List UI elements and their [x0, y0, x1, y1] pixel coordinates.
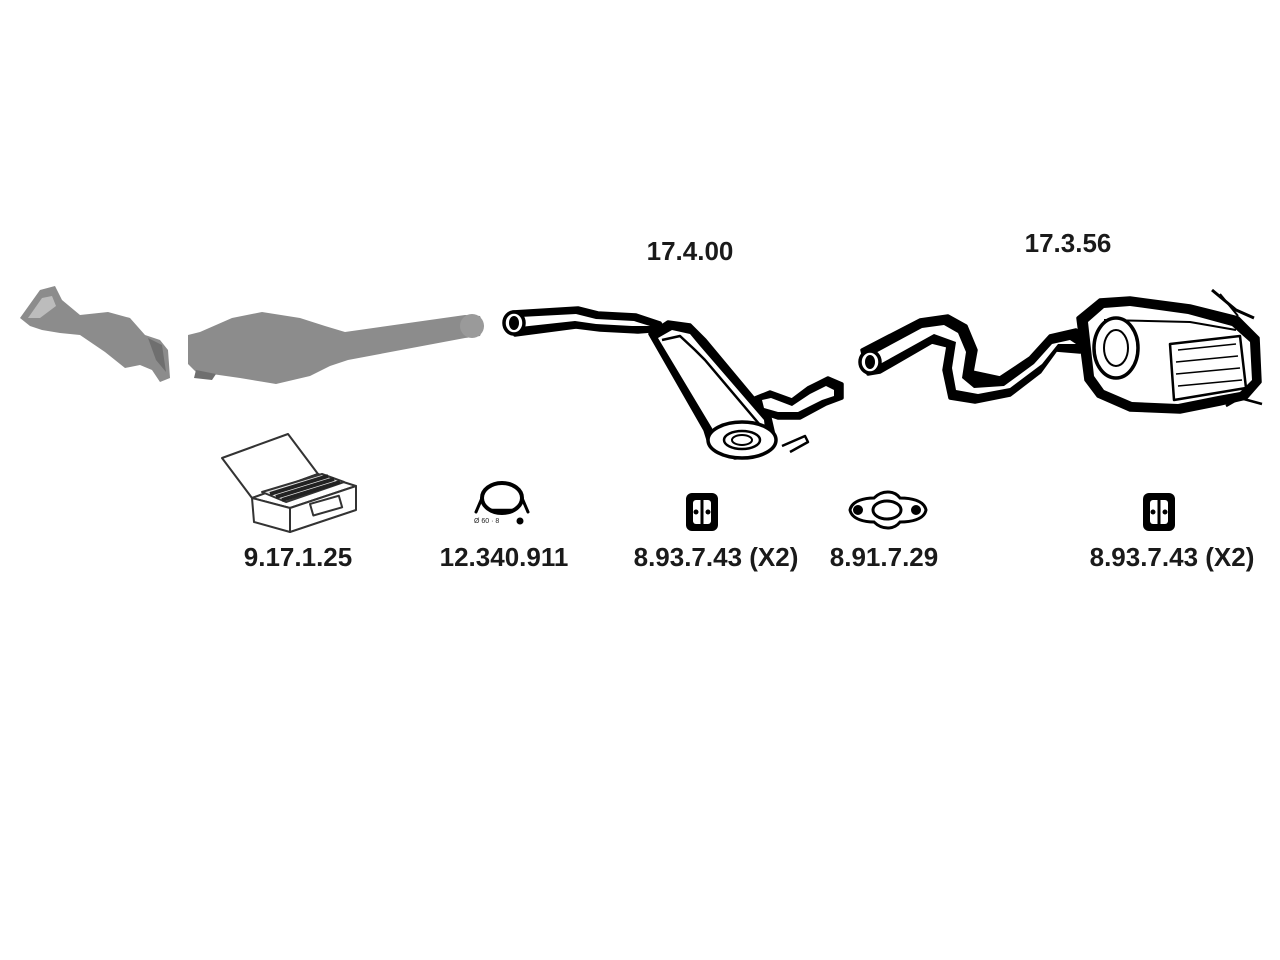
rear-silencer-icon: [858, 288, 1263, 414]
flange-gasket-part-number: 8.91.7.29: [830, 542, 938, 572]
rubber-hanger-icon: [686, 493, 718, 531]
pipe-clamp-part-number: 12.340.911: [440, 542, 569, 572]
mounting-kit-box-icon: [221, 433, 357, 533]
pipe-clamp-icon: Ø 60 · 8: [474, 481, 530, 525]
rubber-hanger-icon: [1143, 493, 1175, 531]
flange-gasket-icon: [848, 490, 928, 530]
rear-silencer-part-number: 17.3.56: [1025, 228, 1112, 258]
middle-silencer-part-number: 17.4.00: [647, 236, 734, 266]
svg-text:Ø 60 · 8: Ø 60 · 8: [474, 518, 499, 525]
mounting-kit-part-number: 9.17.1.25: [244, 542, 352, 572]
middle-silencer-icon: [502, 306, 844, 460]
front-pipe-icon: [20, 286, 170, 382]
rubber-hanger-part-number: 8.93.7.43 (X2): [634, 542, 799, 572]
rubber-hanger-part-number-2: 8.93.7.43 (X2): [1090, 542, 1255, 572]
catalytic-converter-icon: [188, 312, 484, 384]
